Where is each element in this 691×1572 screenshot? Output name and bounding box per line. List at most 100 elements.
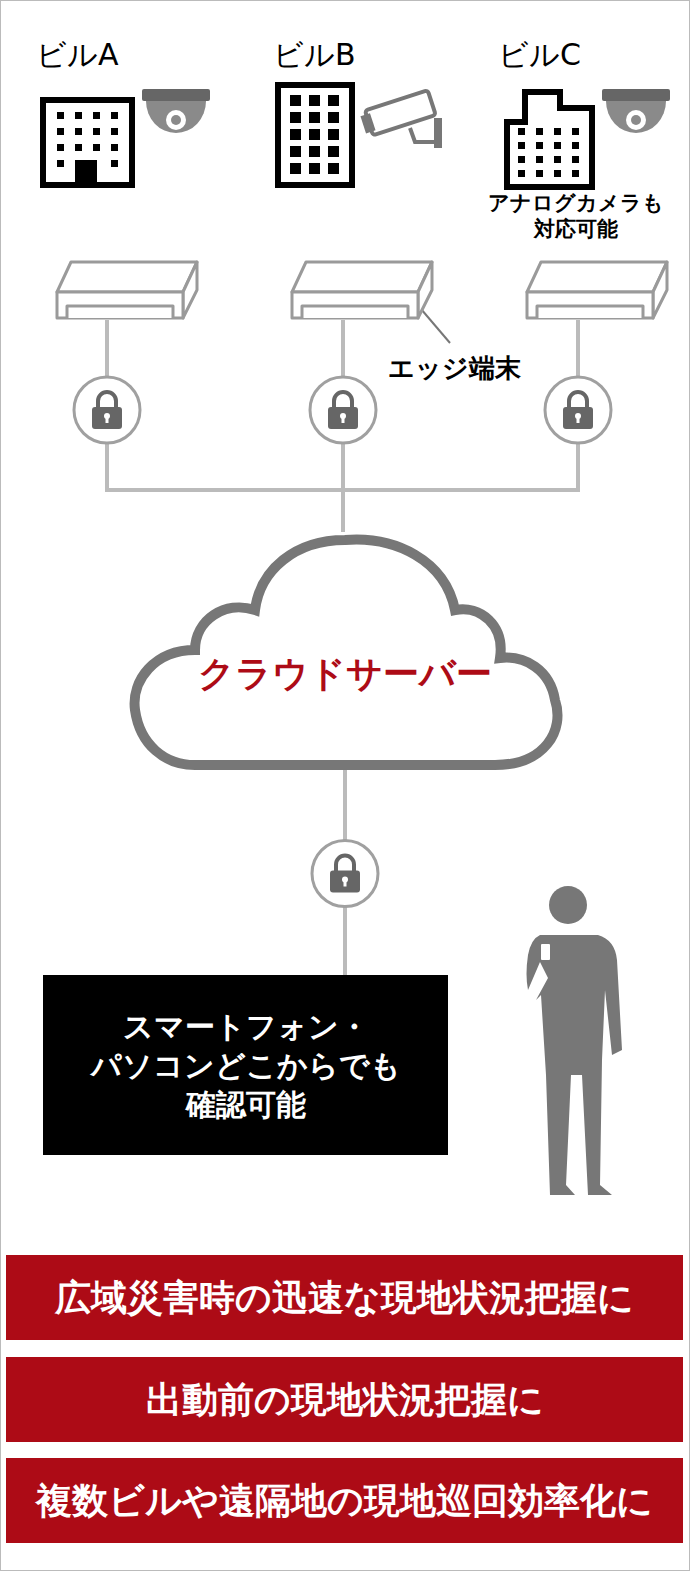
person-silhouette (527, 886, 623, 1195)
person-head (549, 886, 587, 924)
note-text: アナログカメラも 対応可能 (465, 190, 687, 243)
lock-icon (310, 377, 376, 443)
lock-body (328, 407, 358, 429)
building-window (57, 160, 64, 167)
lock-body (330, 871, 360, 893)
box-text: スマートフォン・ パソコンどこからでも 確認可能 (55, 1007, 436, 1124)
camera-front (360, 113, 375, 133)
device-side (653, 262, 667, 318)
person-body (527, 935, 623, 1195)
dome-camera (606, 101, 666, 133)
lock-circle (312, 841, 378, 907)
building-label: ビルC (498, 36, 581, 74)
camera-lens (166, 110, 186, 130)
lock-icon (74, 377, 140, 443)
callout-label: エッジ端末 (388, 352, 521, 385)
building-window (309, 146, 320, 157)
building-window (554, 170, 561, 177)
building-window (75, 128, 82, 135)
camera-base (602, 89, 670, 101)
benefit-band: 複数ビルや遠隔地の現地巡回効率化に (6, 1458, 683, 1543)
camera-lens (631, 115, 641, 125)
building-window (572, 156, 579, 163)
cloud-server: クラウドサーバー (125, 530, 565, 772)
building-window (572, 170, 579, 177)
lock-shackle (336, 856, 354, 872)
building-window (518, 128, 525, 135)
device-front (57, 292, 183, 318)
building-window (111, 144, 118, 151)
building-window (111, 112, 118, 119)
phone (541, 944, 550, 960)
access-box: スマートフォン・ パソコンどこからでも 確認可能 (43, 975, 448, 1155)
building-window (93, 128, 100, 135)
device-slot (67, 306, 173, 318)
edge-device (292, 262, 432, 318)
lock-icon (545, 377, 611, 443)
building-window (309, 129, 320, 140)
lock-keyhole (106, 416, 109, 423)
building-window (572, 142, 579, 149)
device-top (292, 262, 432, 292)
building-window (536, 170, 543, 177)
lock-keyhole (577, 416, 580, 423)
building-window (328, 129, 339, 140)
building-window (309, 95, 320, 106)
device-side (418, 262, 432, 318)
benefit-band: 広域災害時の迅速な現地状況把握に (6, 1255, 683, 1340)
building-window (290, 163, 301, 174)
building-window (111, 160, 118, 167)
cloud-shape (135, 540, 558, 765)
lock-keyhole (342, 416, 345, 423)
lock-body (92, 407, 122, 429)
device-front (527, 292, 653, 318)
camera-mount (434, 118, 442, 148)
building-window (111, 128, 118, 135)
device-top (57, 262, 197, 292)
camera-mount (410, 124, 438, 142)
lock-shackle (334, 392, 352, 408)
edge-device (57, 262, 197, 318)
cloud-label: クラウドサーバー (125, 652, 565, 695)
edge-device (527, 262, 667, 318)
lock-body (563, 407, 593, 429)
building-window (328, 112, 339, 123)
building-window (536, 128, 543, 135)
lock-circle (74, 377, 140, 443)
building-icon (43, 100, 132, 185)
building-window (518, 170, 525, 177)
building-window (309, 112, 320, 123)
building-icon (507, 92, 592, 187)
building-window (554, 156, 561, 163)
building-window (93, 144, 100, 151)
building-window (290, 95, 301, 106)
building-window (518, 156, 525, 163)
cloud-outline (125, 530, 565, 772)
building-window (290, 129, 301, 140)
device-top (527, 262, 667, 292)
benefit-band: 出動前の現地状況把握に (6, 1357, 683, 1442)
camera-lens (626, 110, 646, 130)
building-door (75, 160, 97, 186)
lock-circle (545, 377, 611, 443)
dome-camera (146, 101, 206, 133)
building-window (328, 146, 339, 157)
building-window (290, 112, 301, 123)
building-window (328, 95, 339, 106)
building-window (572, 128, 579, 135)
bullet-camera (359, 90, 436, 137)
building-window (309, 163, 320, 174)
band-text: 広域災害時の迅速な現地状況把握に (55, 1276, 634, 1319)
band-text: 出動前の現地状況把握に (146, 1378, 544, 1421)
building-window (57, 144, 64, 151)
building-window (554, 142, 561, 149)
building-label: ビルA (36, 36, 119, 74)
lock-circle (310, 377, 376, 443)
building-window (554, 128, 561, 135)
building-window (328, 163, 339, 174)
building-window (93, 112, 100, 119)
building-window (57, 128, 64, 135)
lock-shackle (569, 392, 587, 408)
building-window (75, 112, 82, 119)
